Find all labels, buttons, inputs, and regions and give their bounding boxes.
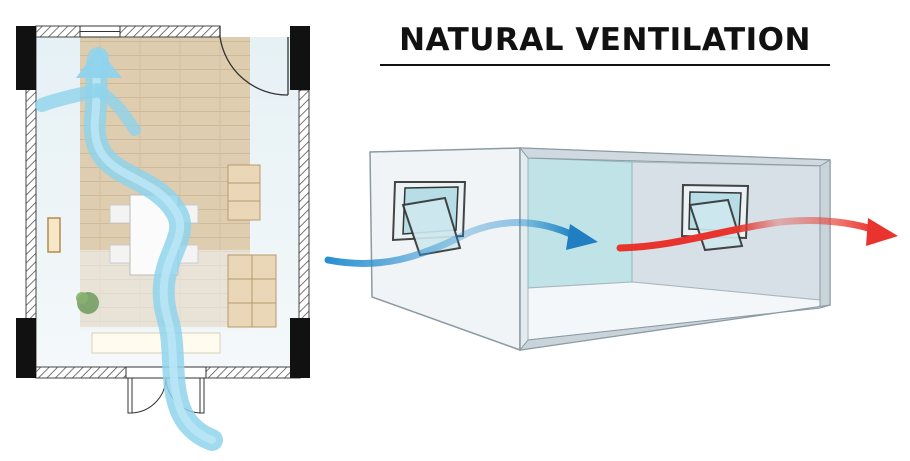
shelving <box>227 164 277 328</box>
bottom-wall-left <box>35 366 127 379</box>
inlet-window <box>391 181 467 257</box>
airflow-arrow-plan <box>35 47 223 451</box>
pillar <box>16 26 36 90</box>
floor-plan <box>16 25 310 451</box>
outlet-window <box>680 183 750 252</box>
room-box-3d <box>324 147 898 352</box>
top-wall-right <box>119 25 221 38</box>
pillar <box>16 318 36 378</box>
rug <box>91 332 221 354</box>
title-underline <box>380 64 830 66</box>
bottom-wall-right <box>205 366 301 379</box>
cool-air-arrow <box>324 219 598 268</box>
pillar <box>290 26 310 90</box>
pillar <box>290 318 310 378</box>
wall-picture <box>47 217 61 253</box>
page-title: NATURAL VENTILATION <box>399 22 811 58</box>
door-swing-top <box>219 26 289 96</box>
warm-air-arrow <box>616 216 898 252</box>
